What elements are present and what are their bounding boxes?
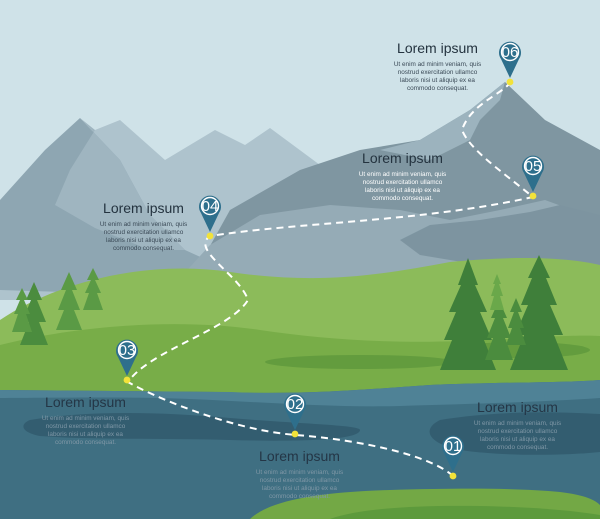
step-01-body: Ut enim ad minim veniam, quis nostrud ex…: [473, 420, 562, 451]
step-01-title: Lorem ipsum: [477, 399, 558, 415]
step-06-label: Lorem ipsum Ut enim ad minim veniam, qui…: [380, 40, 495, 93]
mountain-right-shoulder: [400, 205, 600, 270]
step-04-body: Ut enim ad minim veniam, quis nostrud ex…: [99, 221, 188, 252]
lake-dark-shoal: [429, 412, 600, 455]
lake-dark-shoal: [23, 413, 360, 441]
mountain-left-shadow: [55, 118, 185, 250]
step-03-title: Lorem ipsum: [45, 394, 126, 410]
pine-tree-icon: [440, 255, 568, 370]
route-point-number: 01: [445, 438, 462, 455]
route-point-marker: [449, 472, 457, 480]
route-point-marker: [529, 192, 537, 200]
route-point-marker: [506, 78, 514, 86]
step-06-body: Ut enim ad minim veniam, quis nostrud ex…: [393, 61, 482, 92]
route-point-number: 05: [525, 158, 542, 175]
step-01-label: Lorem ipsum Ut enim ad minim veniam, qui…: [460, 399, 575, 452]
route-point-marker: [206, 232, 214, 240]
route-pins: 01 02 03 04 05 06: [116, 41, 544, 480]
route-point-number: 04: [202, 198, 219, 215]
location-pin-icon: 06: [499, 41, 521, 86]
step-02-label: Lorem ipsum Ut enim ad minim veniam, qui…: [242, 448, 357, 501]
location-pin-icon: 05: [521, 155, 544, 200]
route-path: [126, 82, 536, 477]
route-point-marker: [291, 430, 299, 438]
route-point-number: 06: [502, 44, 519, 61]
step-05-body: Ut enim ad minim veniam, quis nostrud ex…: [358, 171, 447, 202]
step-03-body: Ut enim ad minim veniam, quis nostrud ex…: [41, 415, 130, 446]
step-06-title: Lorem ipsum: [397, 40, 478, 56]
lake-far-band: [0, 380, 600, 407]
step-05-label: Lorem ipsum Ut enim ad minim veniam, qui…: [345, 150, 460, 203]
step-02-body: Ut enim ad minim veniam, quis nostrud ex…: [255, 469, 344, 500]
pine-tree-icon: [12, 268, 103, 345]
step-04-label: Lorem ipsum Ut enim ad minim veniam, qui…: [86, 200, 201, 253]
location-pin-icon: 03: [116, 339, 138, 384]
mountain-right-highlight: [380, 82, 505, 160]
location-pin-icon: 04: [199, 195, 221, 240]
location-pin-icon: 02: [284, 393, 306, 438]
meadow-patch: [265, 355, 455, 369]
step-03-label: Lorem ipsum Ut enim ad minim veniam, qui…: [28, 394, 143, 447]
route-point-number: 02: [287, 396, 304, 413]
step-04-title: Lorem ipsum: [103, 200, 184, 216]
lake-bank-shade: [330, 505, 600, 519]
step-05-title: Lorem ipsum: [362, 150, 443, 166]
location-pin-icon: 01: [442, 435, 464, 480]
route-point-number: 03: [119, 342, 136, 359]
step-02-title: Lorem ipsum: [259, 448, 340, 464]
route-point-marker: [123, 376, 131, 384]
